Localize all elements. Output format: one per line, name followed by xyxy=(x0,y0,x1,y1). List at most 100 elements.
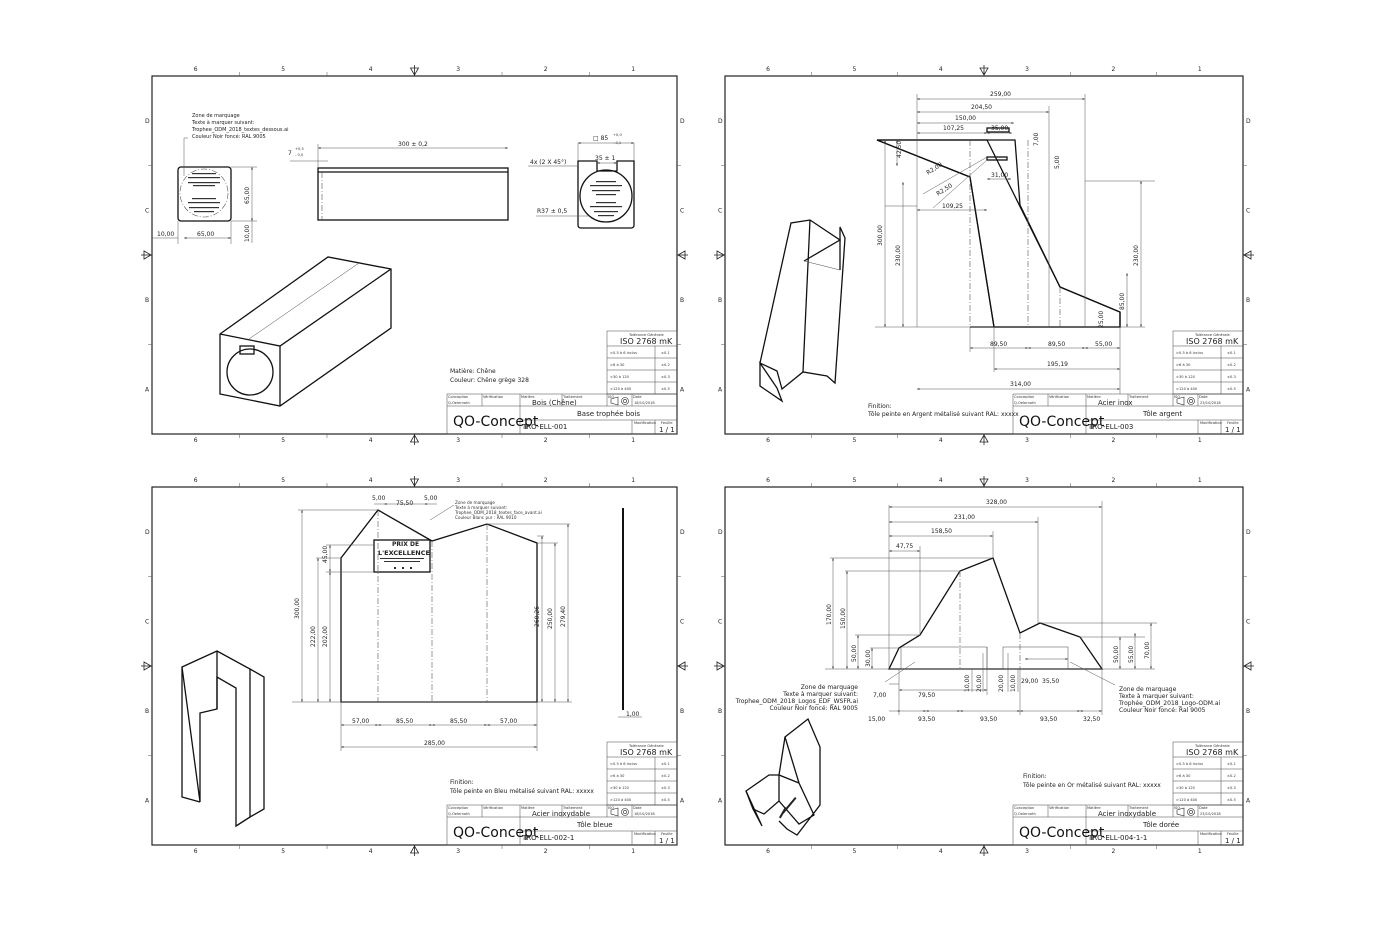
dim-170: 170,00 xyxy=(826,604,833,625)
tolerance-value: ±0.1 xyxy=(1227,351,1236,355)
grid-col-label: 3 xyxy=(1025,437,1029,444)
label-feuille: Feuille xyxy=(661,421,673,425)
centering-arrow-icon xyxy=(141,661,152,671)
svg-text:Couleur Noir foncé: RAL 9005: Couleur Noir foncé: RAL 9005 xyxy=(192,133,266,140)
grid-row-label: C xyxy=(718,207,722,214)
svg-text:Texte à marquer suivant:: Texte à marquer suivant: xyxy=(782,691,858,698)
svg-text:Couleur: Chêne grège 328: Couleur: Chêne grège 328 xyxy=(450,377,529,384)
date-value: 23/10/2018 xyxy=(1200,401,1221,405)
dim-85: 85,00 xyxy=(1119,293,1126,310)
grid-col-label: 2 xyxy=(1112,848,1116,855)
dim-57-b: 57,00 xyxy=(500,718,517,725)
material-value: Bois (Chêne) xyxy=(532,399,577,407)
centering-arrow-icon xyxy=(141,250,152,260)
dim-89-a: 89,50 xyxy=(990,341,1007,348)
label-date: Date xyxy=(633,806,642,810)
drawing-title: Tôle bleue xyxy=(576,821,613,829)
dim-50-right: 50,00 xyxy=(1113,646,1120,663)
grid-row-label: B xyxy=(680,297,684,304)
tolerance-range: >30 à 120 xyxy=(610,786,630,790)
svg-text:Tôle peinte en Or métalisé sui: Tôle peinte en Or métalisé suivant RAL: … xyxy=(1022,782,1161,789)
drawing-title: Tôle argent xyxy=(1142,410,1182,418)
tolerance-range: >6 à 30 xyxy=(1176,774,1191,778)
dim-chamfer: 4x (2 X 45°) xyxy=(530,159,566,166)
dim-195: 195,19 xyxy=(1047,361,1068,368)
grid-col-label: 3 xyxy=(456,848,460,855)
centering-arrow-icon xyxy=(1243,250,1254,260)
tolerance-value: ±0.1 xyxy=(661,762,670,766)
grid-col-label: 2 xyxy=(544,66,548,73)
dim-25: 25,00 xyxy=(1098,311,1105,328)
tolerance-standard: ISO 2768 mK xyxy=(620,748,673,757)
centering-arrow-icon xyxy=(677,661,688,671)
dim-85-b: 85,50 xyxy=(450,718,467,725)
tolerance-value: ±0.2 xyxy=(1227,363,1236,367)
grid-row-label: A xyxy=(1246,386,1251,393)
dim-285: 285,00 xyxy=(424,740,445,747)
label-date: Date xyxy=(633,395,642,399)
dim-260: 260,26 xyxy=(534,606,541,627)
zone-marquage-note: Zone de marquage Texte à marquer suivant… xyxy=(454,500,542,520)
grid-col-label: 4 xyxy=(369,477,373,484)
dim-47: 47,75 xyxy=(896,543,913,550)
tole-argent-flat-pattern: 259,00 204,50 150,00 107,25 35,00 7,00 5… xyxy=(875,91,1155,394)
dim-328: 328,00 xyxy=(986,499,1007,506)
dim-230-left: 230,00 xyxy=(895,245,902,266)
grid-row-label: B xyxy=(680,708,684,715)
label-traitement: Traitement xyxy=(562,806,583,810)
dim-79: 79,50 xyxy=(918,692,935,699)
dim-55: 55,00 xyxy=(1128,646,1135,663)
svg-text:Finition:: Finition: xyxy=(450,779,474,786)
svg-text:Trophee_ODM_2018_textes_face_a: Trophee_ODM_2018_textes_face_avant.ai xyxy=(454,510,542,515)
grid-col-label: 5 xyxy=(853,477,857,484)
dim-300: 300,00 xyxy=(294,598,301,619)
svg-text:- 0,1: - 0,1 xyxy=(613,141,621,145)
tolerance-standard: ISO 2768 mK xyxy=(1186,337,1239,346)
dim-42: 42,50 xyxy=(896,141,903,158)
label-conception: Conception xyxy=(1014,806,1034,810)
label-iso: ISO xyxy=(608,395,614,399)
dim-150: 150,00 xyxy=(840,608,847,629)
label-verification: Vérification xyxy=(1049,806,1069,810)
tole-bleue-side-view: 1,00 xyxy=(618,508,642,718)
tolerance-value: ±0.3 xyxy=(661,786,670,790)
dim-31: 31,00 xyxy=(991,172,1008,179)
dim-109: 109,25 xyxy=(942,203,963,210)
company-logo: QO-Concept xyxy=(1019,414,1105,430)
svg-text:Tôle peinte en Bleu métalisé s: Tôle peinte en Bleu métalisé suivant RAL… xyxy=(449,788,594,795)
dim-1: 1,00 xyxy=(626,711,640,718)
grid-col-label: 1 xyxy=(1198,437,1202,444)
svg-text:Zone de marquage: Zone de marquage xyxy=(455,500,495,505)
grid-col-label: 1 xyxy=(1198,477,1202,484)
sheet-number: 1 / 1 xyxy=(659,426,675,434)
grid-row-label: B xyxy=(1246,297,1250,304)
grid-col-label: 3 xyxy=(1025,66,1029,73)
dim-65-horizontal: 65,00 xyxy=(197,231,214,238)
grid-col-label: 3 xyxy=(1025,477,1029,484)
tolerance-value: ±0.2 xyxy=(661,363,670,367)
grid-col-label: 4 xyxy=(939,66,943,73)
grid-col-label: 5 xyxy=(281,477,285,484)
tolerance-range: >0.5 à 6 inclus xyxy=(610,351,637,355)
date-value: 23/10/2018 xyxy=(1200,812,1221,816)
dim-107: 107,25 xyxy=(943,125,964,132)
label-traitement: Traitement xyxy=(1128,395,1149,399)
tolerance-range: >0.5 à 6 inclus xyxy=(1176,351,1203,355)
grid-col-label: 4 xyxy=(369,66,373,73)
grid-row-label: D xyxy=(145,118,150,125)
grid-row-label: A xyxy=(145,797,150,804)
svg-text:Trophée_ODM_2018_Logo-ODM.ai: Trophée_ODM_2018_Logo-ODM.ai xyxy=(1118,700,1221,707)
grid-row-label: A xyxy=(718,797,723,804)
svg-text:Texte à marquer suivant:: Texte à marquer suivant: xyxy=(1118,693,1194,700)
svg-text:Trophee_ODM_2018_Logos_EDF_WSF: Trophee_ODM_2018_Logos_EDF_WSFR.ai xyxy=(735,698,859,705)
grid-col-label: 2 xyxy=(1112,477,1116,484)
centering-arrow-icon xyxy=(409,845,420,856)
sheet-number: 1 / 1 xyxy=(1225,837,1241,845)
grid-col-label: 3 xyxy=(456,437,460,444)
author: Q.Oelernoth xyxy=(1014,812,1036,816)
zone-marquage-note: Zone de marquage Texte à marquer suivant… xyxy=(191,113,289,140)
grid-col-label: 5 xyxy=(853,437,857,444)
